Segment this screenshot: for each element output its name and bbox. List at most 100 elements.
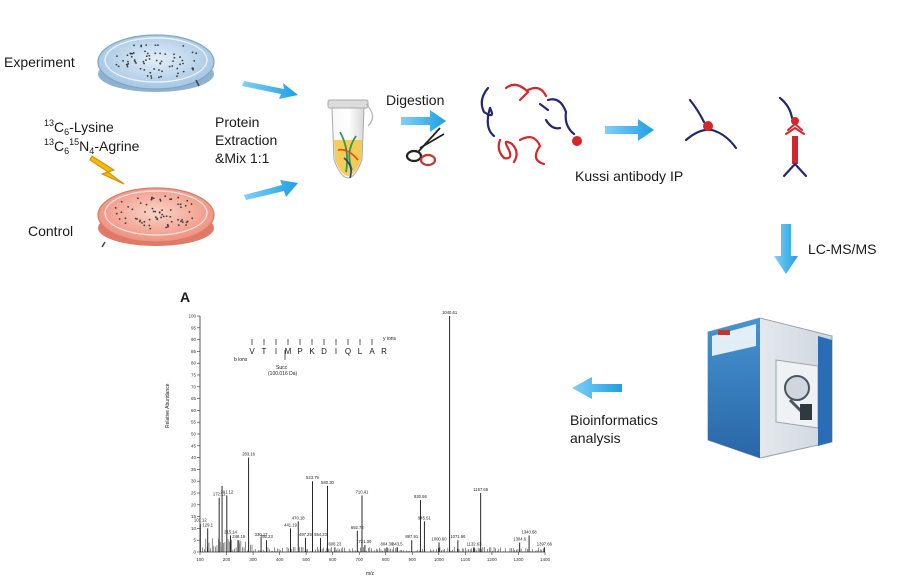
cell-dot bbox=[177, 72, 179, 75]
x-tick-label: 600 bbox=[329, 557, 337, 562]
peak-label: 1000.60 bbox=[431, 537, 447, 542]
cell-dot bbox=[159, 52, 161, 55]
arrow-icon bbox=[242, 81, 298, 99]
cell-dot bbox=[179, 203, 182, 206]
cell-dot bbox=[184, 204, 187, 207]
cell-dot bbox=[134, 60, 136, 63]
x-tick-label: 500 bbox=[302, 557, 310, 562]
bioinformatics-label-1: Bioinformatics bbox=[570, 412, 658, 428]
cell-dot bbox=[190, 203, 193, 205]
isotope-arginine-label: 13C615N4-Agrine bbox=[44, 137, 140, 156]
sequence-residue: P bbox=[297, 347, 303, 356]
cell-dot bbox=[145, 203, 148, 206]
x-tick-label: 300 bbox=[249, 557, 257, 562]
y-ions-label: y ions bbox=[383, 336, 397, 342]
peak-label: 804.30 bbox=[381, 541, 394, 546]
cell-dot bbox=[153, 68, 156, 70]
cell-dot bbox=[164, 53, 167, 56]
y-tick-label: 10 bbox=[191, 526, 197, 531]
cell-dot bbox=[134, 217, 137, 220]
cell-dot bbox=[160, 216, 163, 219]
arrow-left-icon bbox=[572, 377, 622, 399]
y-tick-label: 5 bbox=[193, 538, 196, 543]
peak-label: 580.30 bbox=[321, 480, 334, 485]
cell-dot bbox=[195, 52, 198, 55]
peak-label: 1040.61 bbox=[442, 310, 458, 315]
cell-dot bbox=[145, 55, 148, 58]
cell-dot bbox=[177, 224, 180, 227]
cell-dot bbox=[193, 59, 196, 62]
cell-dot bbox=[155, 59, 158, 62]
y-tick-label: 95 bbox=[191, 325, 197, 330]
peak-label: 283.16 bbox=[242, 452, 255, 457]
cell-dot bbox=[158, 69, 160, 71]
x-tick-label: 200 bbox=[223, 557, 231, 562]
cell-dot bbox=[160, 60, 163, 63]
peak-label: 1132.63 bbox=[467, 541, 482, 546]
lightning-bolt-icon bbox=[89, 155, 125, 185]
cell-dot bbox=[177, 196, 180, 199]
cell-dot bbox=[139, 67, 142, 70]
cell-dot bbox=[168, 65, 171, 68]
cell-dot bbox=[133, 44, 135, 47]
cell-dot bbox=[136, 218, 138, 220]
cell-dot bbox=[159, 199, 162, 202]
spectrum-peaks: 101.12129.1172.11201.12215.14246.19283.1… bbox=[194, 310, 553, 552]
cell-dot bbox=[158, 76, 160, 79]
cell-dot bbox=[165, 226, 168, 229]
cell-dot bbox=[141, 221, 143, 224]
b-ions-label: b ions bbox=[234, 357, 248, 363]
cell-dot bbox=[164, 195, 167, 198]
peak-label: 497.25 bbox=[299, 532, 312, 537]
cell-dot bbox=[182, 62, 184, 65]
cell-dot bbox=[143, 220, 146, 223]
peak-label: 330.17 bbox=[255, 532, 268, 537]
cell-dot bbox=[140, 44, 143, 47]
y-tick-label: 50 bbox=[191, 432, 197, 437]
sequence-residue: Q bbox=[344, 347, 352, 356]
cell-dot bbox=[124, 222, 127, 225]
peak-label: 350.23 bbox=[260, 534, 273, 539]
cell-dot bbox=[122, 59, 125, 62]
cell-dot bbox=[177, 203, 180, 206]
mod-label: Succ bbox=[276, 365, 288, 371]
peak-label: 554.23 bbox=[314, 532, 327, 537]
y-tick-label: 0 bbox=[193, 550, 196, 555]
cell-dot bbox=[186, 220, 189, 223]
sequence-residue: V bbox=[249, 347, 255, 356]
cell-dot bbox=[148, 218, 151, 221]
x-tick-label: 1200 bbox=[487, 557, 498, 562]
peak-label: 470.18 bbox=[292, 515, 305, 520]
cell-dot bbox=[152, 210, 155, 213]
y-tick-label: 35 bbox=[191, 467, 197, 472]
cell-dot bbox=[173, 56, 176, 59]
experiment-dish bbox=[97, 34, 215, 92]
cell-dot bbox=[137, 197, 139, 200]
cell-dot bbox=[161, 213, 164, 216]
antibody-icon bbox=[778, 96, 808, 178]
cell-dot bbox=[192, 68, 194, 71]
ip-peptide bbox=[684, 98, 738, 150]
y-tick-label: 70 bbox=[191, 384, 197, 389]
peak-label: 1071.66 bbox=[450, 534, 466, 539]
cell-dot bbox=[181, 218, 183, 221]
y-tick-label: 60 bbox=[191, 408, 197, 413]
cell-dot bbox=[142, 60, 145, 63]
peak-label: 246.19 bbox=[232, 534, 245, 539]
cell-dot bbox=[144, 50, 146, 53]
peak-label: 1304.6 bbox=[513, 537, 526, 542]
peak-label: 129.1 bbox=[202, 522, 213, 527]
cell-dot bbox=[139, 202, 142, 205]
cell-dot bbox=[131, 208, 134, 211]
x-tick-label: 1300 bbox=[513, 557, 524, 562]
cell-dot bbox=[173, 53, 175, 56]
y-tick-label: 15 bbox=[191, 514, 197, 519]
cell-dot bbox=[156, 218, 159, 221]
cell-dot bbox=[179, 56, 181, 58]
peak-label: 101.12 bbox=[194, 518, 207, 523]
cell-dot bbox=[143, 62, 145, 65]
peak-label: 523.79 bbox=[306, 475, 319, 480]
arrow-down-icon bbox=[774, 224, 798, 274]
